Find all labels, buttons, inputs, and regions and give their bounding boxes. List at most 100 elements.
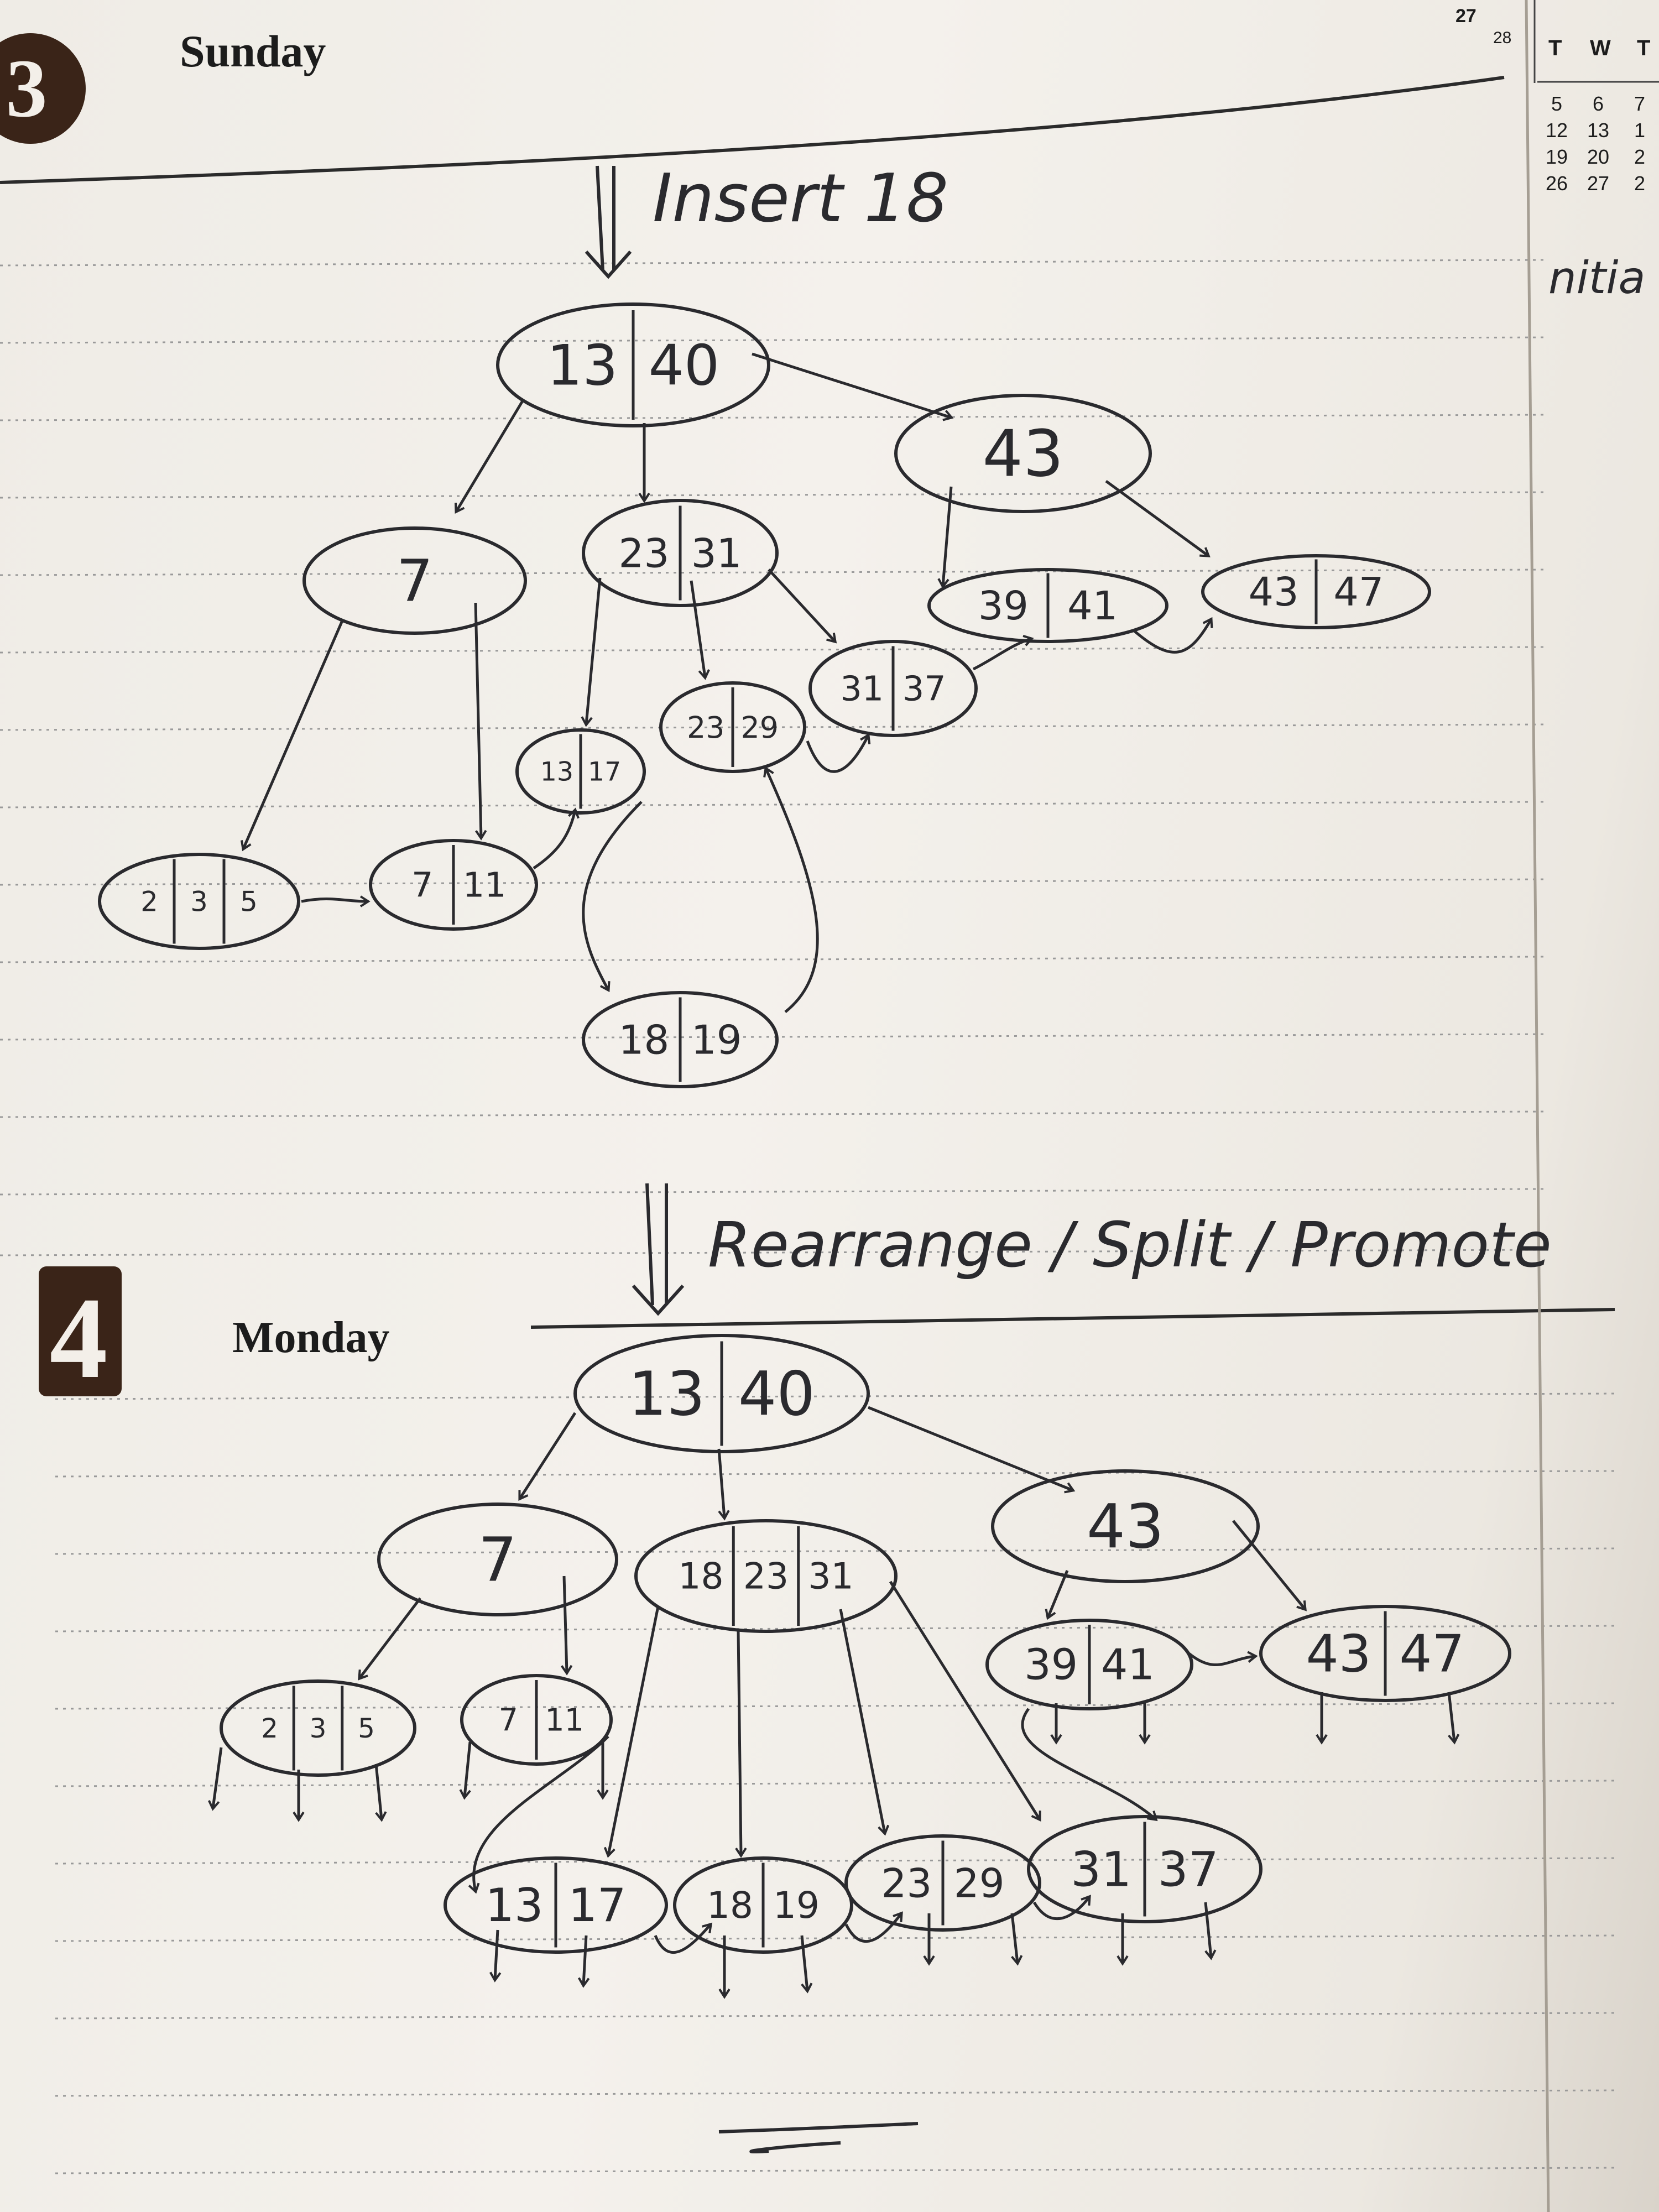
calendar-day: 6	[1593, 92, 1604, 115]
insert-step-label: Insert 18	[585, 160, 948, 279]
tree-edge	[1045, 1570, 1069, 1620]
node-key: 40	[738, 1359, 815, 1429]
tree-edge	[603, 1606, 660, 1858]
node-key: 18	[678, 1556, 723, 1598]
node-oval	[927, 568, 1168, 643]
node-oval	[302, 526, 527, 635]
node-key: 47	[1333, 569, 1384, 615]
tree-edge	[937, 486, 953, 589]
calendar-day: 5	[1551, 92, 1562, 115]
node-key: 18	[618, 1017, 669, 1063]
tree-edge	[654, 1922, 713, 1954]
tree-edge	[582, 801, 643, 993]
node-key: 31	[808, 1556, 853, 1598]
node-key: 5	[240, 885, 258, 917]
node-oval	[582, 499, 779, 607]
calendar-day: 19	[1546, 145, 1568, 168]
tree-edge	[1447, 1692, 1460, 1745]
node-key: 13	[486, 1879, 544, 1932]
tree-edge	[1188, 1651, 1258, 1666]
node-key: 31	[1071, 1842, 1131, 1897]
node-key: 3	[310, 1713, 327, 1744]
node-key: 41	[1101, 1640, 1155, 1689]
tree-edge	[459, 1741, 472, 1800]
node-oval	[659, 681, 806, 773]
calendar-top-digit: 28	[1493, 29, 1511, 47]
node-key: 23	[881, 1860, 932, 1907]
tree-edge	[489, 1929, 502, 1983]
tree-edge	[1133, 617, 1213, 654]
tree-edge	[800, 1935, 813, 1994]
tree-edge	[208, 1747, 223, 1811]
node-key: 19	[773, 1884, 820, 1927]
tree-edge	[474, 602, 487, 841]
tree-edge	[374, 1764, 387, 1822]
calendar-top-digit: 27	[1455, 6, 1477, 27]
node-key: 13	[540, 757, 573, 787]
tree-edge	[454, 400, 524, 514]
node-oval	[673, 1856, 853, 1954]
node-oval	[1027, 1815, 1262, 1923]
node-key: 29	[954, 1860, 1005, 1907]
node-key: 47	[1399, 1624, 1464, 1683]
node-key: 37	[902, 669, 946, 709]
tree-edge	[889, 1580, 1041, 1822]
rearrange-step-text: Rearrange / Split / Promote	[708, 1209, 1552, 1281]
tree-before-edges	[240, 352, 1213, 1013]
node-key: 7	[499, 1702, 518, 1738]
tree-edge	[717, 1448, 730, 1521]
node-oval	[1201, 554, 1431, 629]
tree-edge	[1032, 1895, 1091, 1920]
node-oval	[515, 728, 646, 815]
ruled-lines-top	[0, 259, 1549, 1256]
node-key: 3	[190, 885, 208, 917]
node-key: 43	[1249, 569, 1299, 615]
node-key: 23	[743, 1556, 789, 1598]
calendar-day: 20	[1587, 145, 1609, 168]
node-oval	[444, 1856, 668, 1954]
day-number-badge: 3	[0, 33, 86, 144]
tree-edge	[358, 1597, 421, 1681]
tree-edge	[240, 619, 345, 852]
node-key: 17	[588, 757, 621, 787]
tree-node: 13 17	[515, 728, 646, 815]
tree-edge	[690, 580, 710, 680]
day-name-sunday: Sunday	[180, 26, 326, 76]
tree-node: 7	[377, 1503, 618, 1616]
calendar-weekday: T	[1548, 36, 1562, 60]
node-key: 39	[978, 583, 1029, 629]
tree-edge	[752, 352, 954, 421]
tree-node: 13 17	[444, 1856, 668, 1954]
node-key: 43	[983, 417, 1064, 491]
node-key: 7	[397, 547, 434, 615]
node-oval	[991, 1469, 1260, 1583]
calendar-weekday: W	[1590, 36, 1611, 60]
node-oval	[1259, 1605, 1511, 1702]
tree-edge	[839, 1609, 890, 1836]
node-oval	[844, 1834, 1041, 1932]
node-key: 23	[687, 710, 724, 745]
node-key: 43	[1306, 1624, 1371, 1683]
node-key: 13	[547, 332, 618, 398]
tree-edge	[768, 568, 837, 644]
node-key: 23	[618, 530, 669, 577]
node-oval	[573, 1334, 870, 1453]
node-oval	[496, 302, 770, 427]
rearrange-step-label: Rearrange / Split / Promote	[632, 1183, 1552, 1316]
node-key: 13	[628, 1359, 705, 1429]
calendar-day: 27	[1587, 172, 1609, 195]
tree-edge	[518, 1412, 577, 1501]
calendar-day: 7	[1634, 92, 1645, 115]
ruled-lines-bottom	[55, 1392, 1615, 2174]
tree-node: 13 40	[573, 1334, 870, 1453]
node-key: 17	[568, 1879, 627, 1932]
node-key: 7	[478, 1525, 517, 1595]
tree-edge	[577, 1935, 590, 1988]
tree-node: 18 23 31	[634, 1519, 898, 1633]
